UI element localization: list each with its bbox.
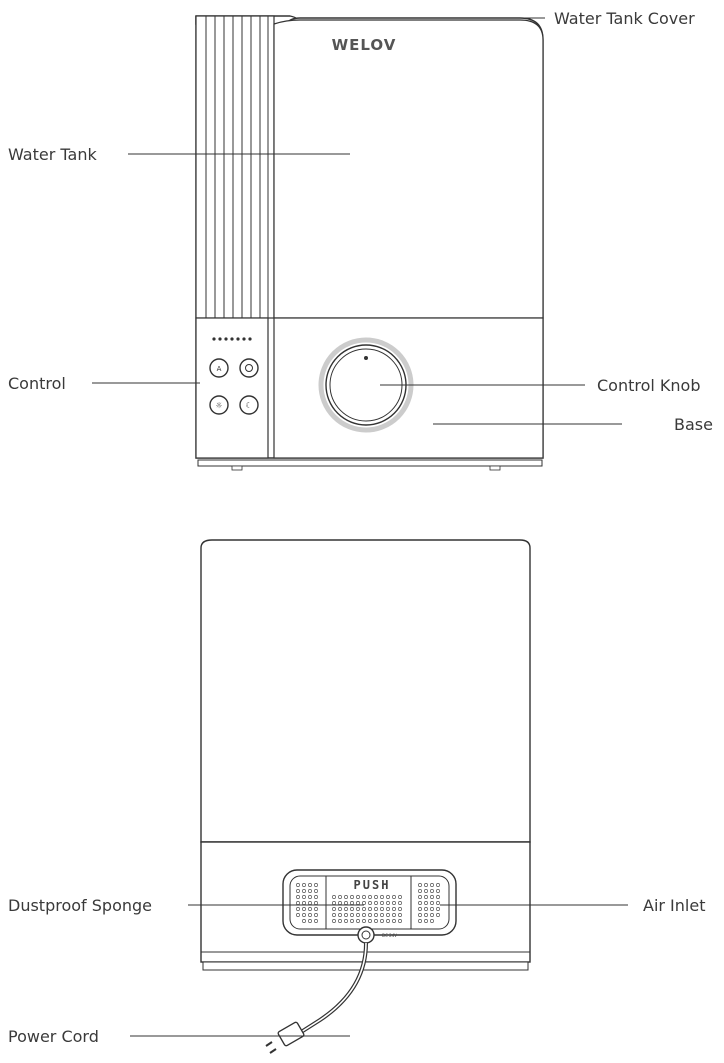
timer-icon [245,364,253,372]
sleep-button[interactable] [239,395,259,415]
label-dustproof-sponge: Dustproof Sponge [8,896,152,915]
label-air-inlet: Air Inlet [643,896,705,915]
plug-icon [265,1021,305,1054]
bottom-plate [197,459,543,467]
indicator-lights [212,337,252,341]
air-inlet-grille: PUSH [282,869,457,936]
timer-button[interactable] [239,358,259,378]
label-control-knob: Control Knob [597,376,701,395]
dc-rating-text: DC 24V [382,933,397,938]
control-panel [195,317,269,459]
vertical-grille [195,15,275,319]
light-button[interactable] [209,395,229,415]
moon-icon: ☾ [245,401,252,410]
label-water-tank: Water Tank [8,145,97,164]
auto-button[interactable] [209,358,229,378]
label-base: Base [674,415,713,434]
sun-icon: ☼ [215,401,222,410]
push-label: PUSH [354,878,391,892]
label-control: Control [8,374,66,393]
back-view: PUSH DC 24V [200,539,531,1054]
auto-icon: A [217,365,222,373]
control-buttons: A ☼ ☾ [209,358,259,415]
back-tank-shape [200,539,531,843]
front-view: WELOV A ☼ ☾ [195,15,544,471]
water-tank-shape [273,19,544,319]
label-power-cord: Power Cord [8,1027,99,1046]
brand-logo: WELOV [332,36,397,54]
leader-lines [92,17,628,1037]
label-water-tank-cover: Water Tank Cover [554,9,695,28]
callout-labels: Water Tank Cover Water Tank Control Cont… [8,9,713,1046]
power-port: DC 24V [357,926,397,944]
